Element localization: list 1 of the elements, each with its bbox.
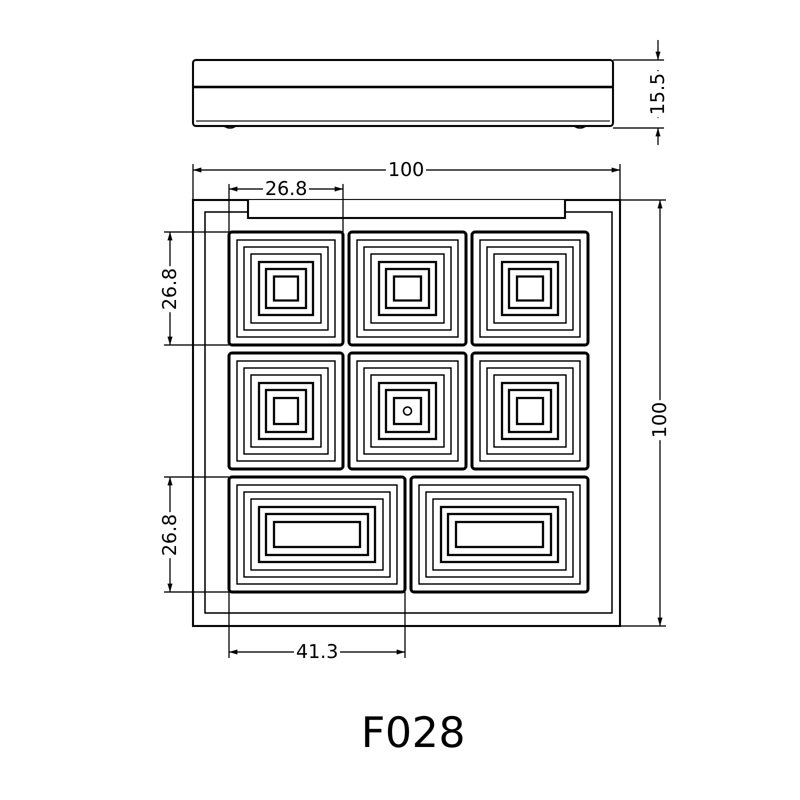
model-code: F028 <box>361 710 466 756</box>
